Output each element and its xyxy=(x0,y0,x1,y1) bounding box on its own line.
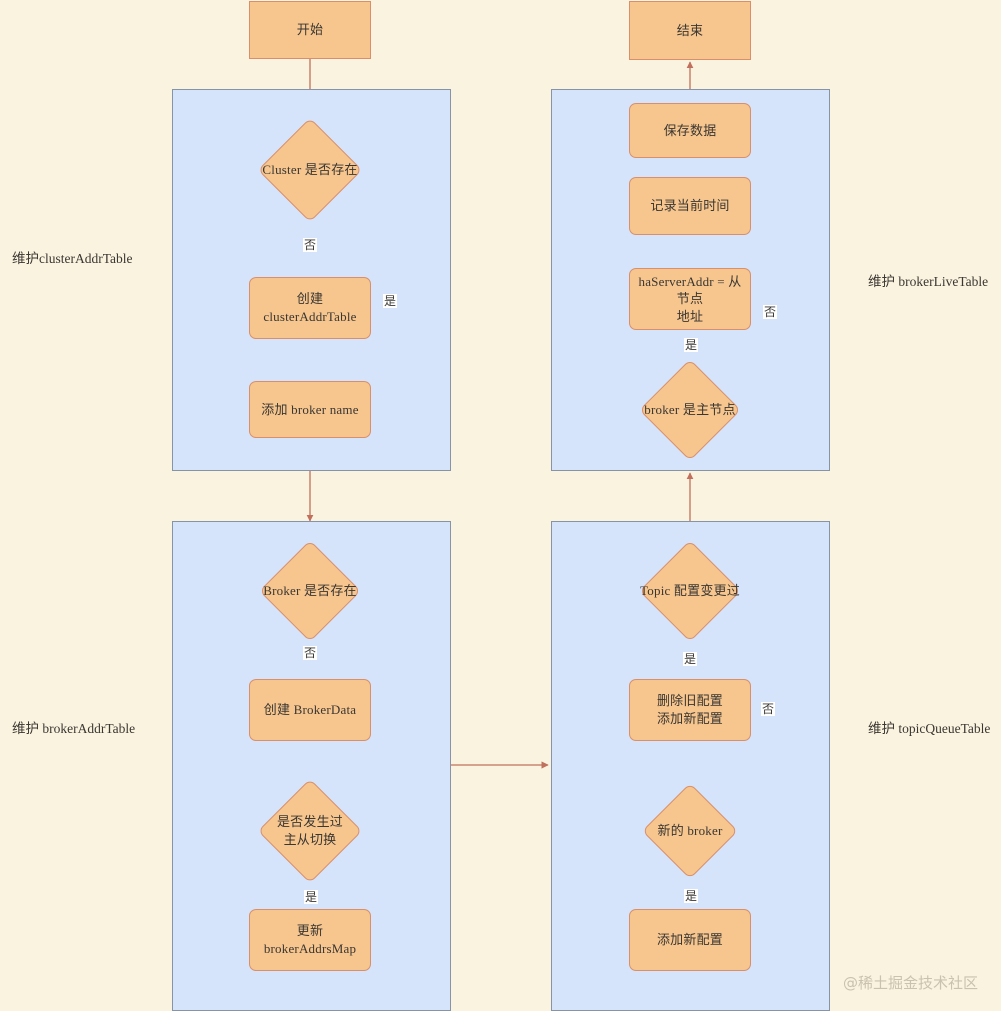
node-master-slave-switched-line2: 主从切换 xyxy=(283,832,337,847)
node-new-broker-label: 新的 broker xyxy=(657,823,723,839)
node-start[interactable]: 开始 xyxy=(249,1,371,59)
node-broker-exists-label: Broker 是否存在 xyxy=(263,583,357,599)
node-start-label: 开始 xyxy=(296,22,324,38)
node-end[interactable]: 结束 xyxy=(629,1,751,60)
node-broker-exists[interactable]: Broker 是否存在 xyxy=(244,540,376,642)
side-label-topic-queue-table: 维护 topicQueueTable xyxy=(868,721,991,736)
node-master-slave-switched[interactable]: 是否发生过 主从切换 xyxy=(244,778,376,884)
node-create-broker-data-label: 创建 BrokerData xyxy=(263,702,357,718)
node-create-broker-data[interactable]: 创建 BrokerData xyxy=(249,679,371,741)
node-create-cluster-addr-table[interactable]: 创建 clusterAddrTable xyxy=(249,277,371,339)
edge-label-topic-config-changed-no: 否 xyxy=(761,702,776,716)
node-add-new-config-label: 添加新配置 xyxy=(656,932,723,948)
node-record-current-time[interactable]: 记录当前时间 xyxy=(629,177,751,235)
watermark: @稀土掘金技术社区 xyxy=(843,974,979,992)
node-update-broker-addrs-map-label: 更新 brokerAddrsMap xyxy=(263,923,357,956)
node-topic-config-changed[interactable]: Topic 配置变更过 xyxy=(624,540,756,642)
node-record-current-time-label: 记录当前时间 xyxy=(650,198,730,214)
edge-label-cluster-exists-no: 否 xyxy=(303,238,318,252)
node-remove-old-add-new-config-line2: 添加新配置 xyxy=(656,711,723,726)
node-add-new-config[interactable]: 添加新配置 xyxy=(629,909,751,971)
node-add-broker-name-label: 添加 broker name xyxy=(261,401,359,417)
node-remove-old-add-new-config[interactable]: 删除旧配置 添加新配置 xyxy=(629,679,751,741)
edge-label-broker-is-master-no: 否 xyxy=(763,305,778,319)
edge-label-topic-config-changed-yes: 是 xyxy=(683,652,698,666)
node-add-broker-name[interactable]: 添加 broker name xyxy=(249,381,371,438)
node-cluster-exists-label: Cluster 是否存在 xyxy=(262,162,358,178)
node-end-label: 结束 xyxy=(676,22,704,38)
node-master-slave-switched-line1: 是否发生过 xyxy=(276,814,343,830)
node-topic-config-changed-label: Topic 配置变更过 xyxy=(640,583,740,599)
node-new-broker[interactable]: 新的 broker xyxy=(624,782,756,880)
edge-label-cluster-exists-yes: 是 xyxy=(383,294,398,308)
node-ha-server-addr-line1: haServerAddr = 从节点 xyxy=(638,273,742,307)
node-update-broker-addrs-map[interactable]: 更新 brokerAddrsMap xyxy=(249,909,371,971)
node-remove-old-add-new-config-line1: 删除旧配置 xyxy=(656,693,723,709)
edge-label-broker-is-master-yes: 是 xyxy=(684,338,699,352)
node-ha-server-addr-line2: 地址 xyxy=(676,308,704,324)
node-ha-server-addr[interactable]: haServerAddr = 从节点 地址 xyxy=(629,268,751,330)
node-master-slave-switched-label: 是否发生过 主从切换 xyxy=(277,813,343,848)
node-broker-is-master-label: broker 是主节点 xyxy=(644,402,736,418)
side-label-broker-live-table: 维护 brokerLiveTable xyxy=(868,274,989,289)
node-save-data[interactable]: 保存数据 xyxy=(629,103,751,158)
edge-label-new-broker-yes: 是 xyxy=(684,889,699,903)
edge-label-master-slave-switched-yes: 是 xyxy=(304,890,319,904)
side-label-cluster-addr-table: 维护clusterAddrTable xyxy=(12,251,133,266)
edge-label-broker-exists-no: 否 xyxy=(303,646,318,660)
node-create-cluster-addr-table-label: 创建 clusterAddrTable xyxy=(263,291,357,324)
node-broker-is-master[interactable]: broker 是主节点 xyxy=(624,359,756,461)
node-save-data-label: 保存数据 xyxy=(663,122,717,138)
node-cluster-exists[interactable]: Cluster 是否存在 xyxy=(244,117,376,223)
side-label-broker-addr-table: 维护 brokerAddrTable xyxy=(12,721,136,736)
